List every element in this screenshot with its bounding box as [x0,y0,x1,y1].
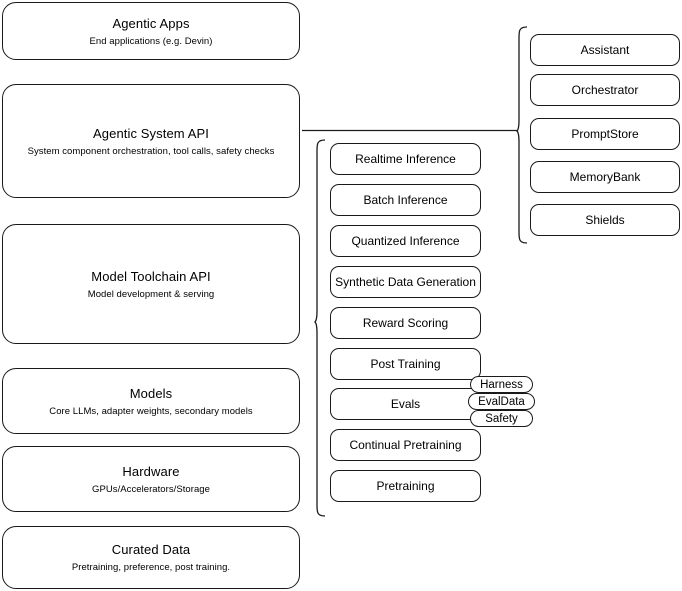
system-component-label: Shields [585,212,625,227]
evals-badge-harness[interactable]: Harness [470,376,533,393]
evals-badge-label: EvalData [478,395,525,408]
stack-layer-title: Hardware [122,463,180,479]
capability-label: Post Training [370,356,441,371]
system-component-shields[interactable]: Shields [530,204,680,236]
stack-layer-subtitle: System component orchestration, tool cal… [27,145,275,157]
capability-evals[interactable]: Evals [330,388,481,420]
capability-batch-inference[interactable]: Batch Inference [330,184,481,216]
capability-realtime-inference[interactable]: Realtime Inference [330,143,481,175]
evals-badge-safety[interactable]: Safety [470,410,533,427]
stack-layer-hardware[interactable]: Hardware GPUs/Accelerators/Storage [2,446,300,512]
capability-label: Quantized Inference [351,233,460,248]
system-component-orchestrator[interactable]: Orchestrator [530,74,680,106]
stack-layer-subtitle: End applications (e.g. Devin) [89,35,213,47]
capability-label: Synthetic Data Generation [335,274,476,289]
system-component-label: Assistant [580,42,630,57]
system-component-promptstore[interactable]: PromptStore [530,118,680,150]
stack-layer-subtitle: Core LLMs, adapter weights, secondary mo… [49,405,253,417]
capability-continual-pretraining[interactable]: Continual Pretraining [330,429,481,461]
stack-layer-title: Model Toolchain API [91,268,211,284]
capability-label: Continual Pretraining [349,437,462,452]
stack-layer-agentic-system-api[interactable]: Agentic System API System component orch… [2,84,300,198]
system-component-label: Orchestrator [571,82,639,97]
stack-layer-title: Curated Data [111,542,191,557]
capability-label: Pretraining [376,478,435,493]
stack-layer-title: Agentic System API [93,125,209,141]
system-component-assistant[interactable]: Assistant [530,34,680,66]
system-component-label: MemoryBank [569,169,641,184]
capability-synthetic-data-generation[interactable]: Synthetic Data Generation [330,266,481,298]
evals-badge-label: Harness [480,378,523,391]
stack-layer-subtitle: GPUs/Accelerators/Storage [92,483,210,495]
capability-quantized-inference[interactable]: Quantized Inference [330,225,481,257]
capability-label: Batch Inference [363,192,448,207]
capability-label: Realtime Inference [355,151,456,166]
system-component-label: PromptStore [571,126,639,141]
stack-layer-model-toolchain-api[interactable]: Model Toolchain API Model development & … [2,224,300,344]
stack-layer-subtitle: Pretraining, preference, post training. [71,562,231,573]
evals-badge-evaldata[interactable]: EvalData [468,393,535,410]
brace-system-components [516,26,528,244]
stack-layer-title: Agentic Apps [112,15,190,31]
capability-label: Reward Scoring [362,315,449,330]
stack-layer-agentic-apps[interactable]: Agentic Apps End applications (e.g. Devi… [2,2,300,60]
system-component-memorybank[interactable]: MemoryBank [530,161,680,193]
stack-layer-curated-data[interactable]: Curated Data Pretraining, preference, po… [2,526,300,589]
capability-post-training[interactable]: Post Training [330,348,481,380]
evals-badge-label: Safety [485,412,518,425]
capability-reward-scoring[interactable]: Reward Scoring [330,307,481,339]
stack-layer-subtitle: Model development & serving [87,288,215,300]
capability-pretraining[interactable]: Pretraining [330,470,481,502]
stack-layer-models[interactable]: Models Core LLMs, adapter weights, secon… [2,368,300,434]
brace-toolchain-capabilities [314,139,326,517]
capability-label: Evals [390,396,421,411]
stack-layer-title: Models [129,385,173,401]
